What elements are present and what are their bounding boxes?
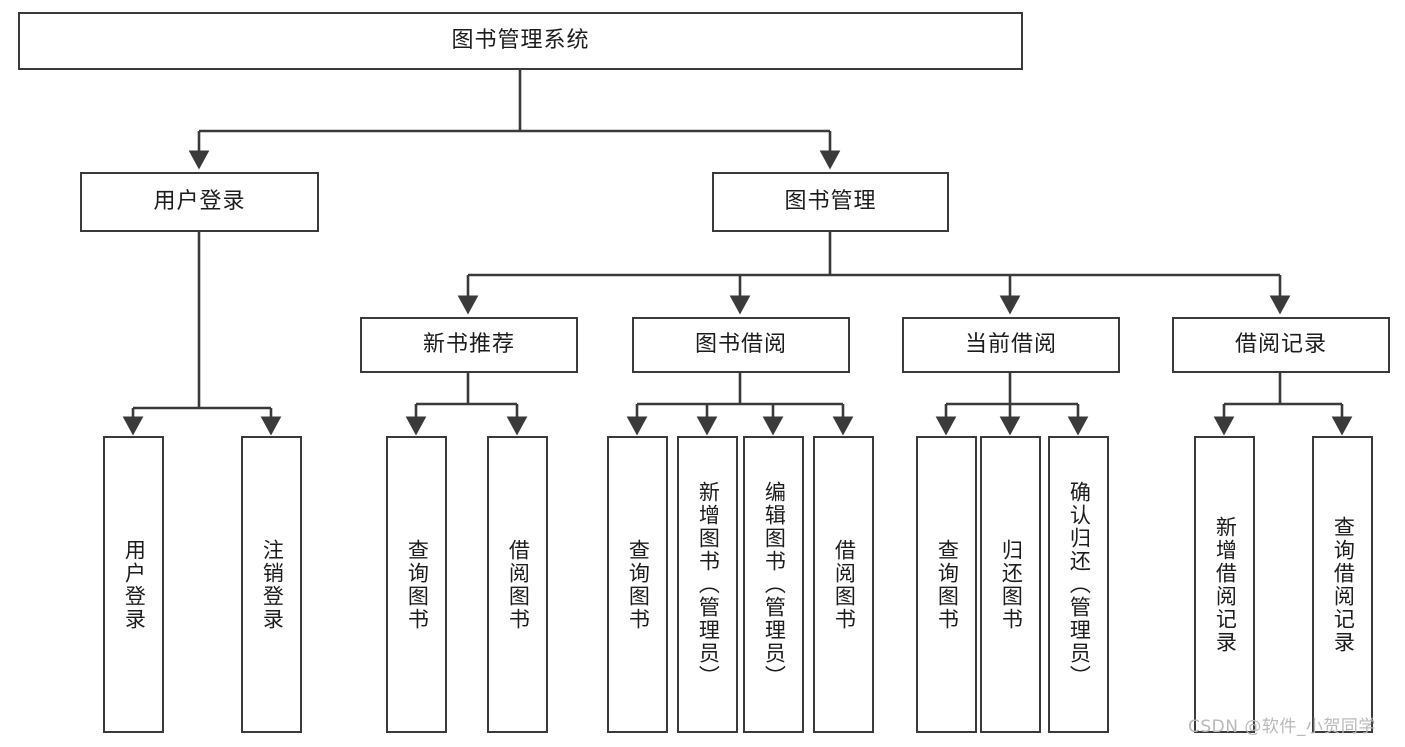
- watermark: CSDN @软件_小贺同学: [1188, 717, 1376, 737]
- leaf-book-borrow-add-book-admin[interactable]: 新增图书（管理员）: [677, 436, 738, 733]
- node-book-borrow[interactable]: 图书借阅: [632, 317, 850, 373]
- leaf-borrow-record-query-record[interactable]: 查询借阅记录: [1312, 436, 1373, 733]
- node-label: 图书管理: [784, 189, 877, 215]
- node-label: 新增图书（管理员）: [696, 481, 721, 688]
- node-label: 用户登录: [122, 538, 147, 631]
- node-label: 借阅图书: [832, 538, 857, 631]
- node-label: 图书管理系统: [451, 28, 590, 54]
- node-borrow-record[interactable]: 借阅记录: [1172, 317, 1390, 373]
- node-label: 用户登录: [153, 189, 246, 215]
- leaf-book-borrow-query-book[interactable]: 查询图书: [607, 436, 668, 733]
- leaf-user-login-login[interactable]: 用户登录: [103, 436, 164, 733]
- node-label: 当前借阅: [964, 332, 1057, 358]
- leaf-new-book-query-book[interactable]: 查询图书: [386, 436, 447, 733]
- leaf-book-borrow-borrow-book[interactable]: 借阅图书: [813, 436, 874, 733]
- node-root-book-management-system[interactable]: 图书管理系统: [18, 12, 1023, 70]
- node-new-book-recommend[interactable]: 新书推荐: [360, 317, 578, 373]
- node-label: 查询图书: [626, 538, 651, 631]
- node-label: 新书推荐: [422, 332, 515, 358]
- node-label: 查询图书: [405, 538, 430, 631]
- node-label: 借阅记录: [1234, 332, 1327, 358]
- node-label: 图书借阅: [694, 332, 787, 358]
- node-label: 查询图书: [935, 538, 960, 631]
- leaf-new-book-borrow-book[interactable]: 借阅图书: [487, 436, 548, 733]
- node-label: 注销登录: [260, 538, 285, 631]
- node-user-login[interactable]: 用户登录: [80, 172, 319, 232]
- leaf-borrow-record-add-record[interactable]: 新增借阅记录: [1194, 436, 1255, 733]
- node-book-management[interactable]: 图书管理: [712, 172, 949, 232]
- leaf-user-login-logout[interactable]: 注销登录: [241, 436, 302, 733]
- node-label: 编辑图书（管理员）: [762, 481, 787, 688]
- node-label: 确认归还（管理员）: [1067, 481, 1092, 688]
- node-current-borrow[interactable]: 当前借阅: [902, 317, 1120, 373]
- node-label: 归还图书: [999, 538, 1024, 631]
- leaf-current-borrow-confirm-return-admin[interactable]: 确认归还（管理员）: [1048, 436, 1109, 733]
- node-label: 查询借阅记录: [1331, 515, 1356, 654]
- node-label: 新增借阅记录: [1213, 515, 1238, 654]
- leaf-current-borrow-query-book[interactable]: 查询图书: [916, 436, 977, 733]
- leaf-book-borrow-edit-book-admin[interactable]: 编辑图书（管理员）: [743, 436, 804, 733]
- node-label: 借阅图书: [506, 538, 531, 631]
- leaf-current-borrow-return-book[interactable]: 归还图书: [980, 436, 1041, 733]
